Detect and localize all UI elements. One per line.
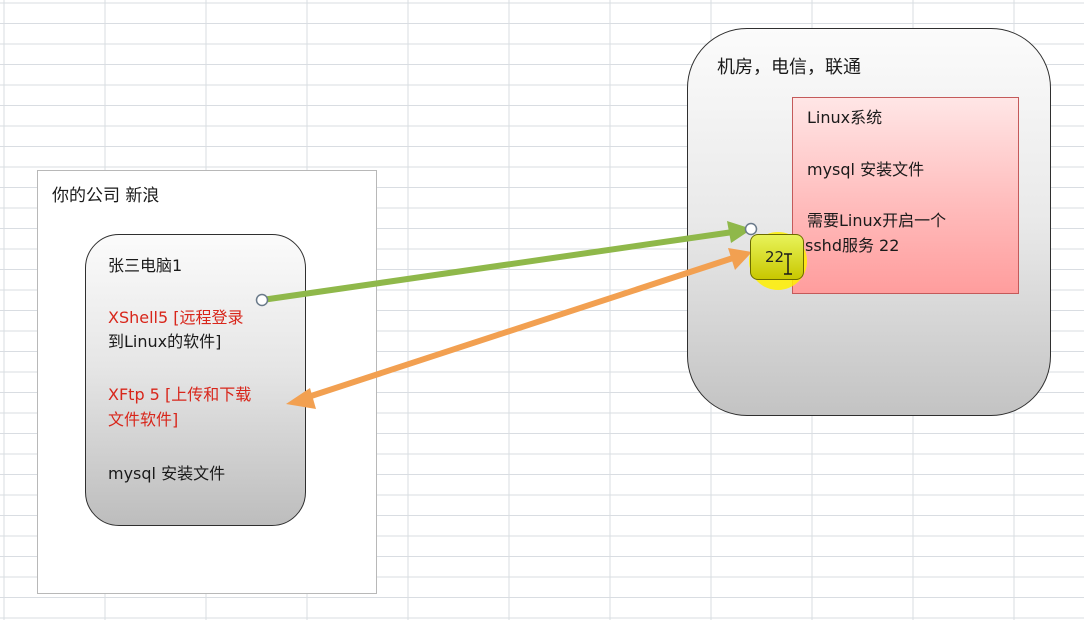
sshd-requirement-label: 需要Linux开启一个 bbox=[807, 211, 947, 230]
connector-end-handle[interactable] bbox=[744, 222, 758, 236]
pc-mysql-label: mysql 安装文件 bbox=[108, 464, 226, 483]
datacenter-title: 机房，电信，联通 bbox=[717, 57, 861, 78]
xshell-label: XShell5 [远程登录 bbox=[108, 308, 244, 327]
pc-node: 张三电脑1 XShell5 [远程登录 到Linux的软件] XFtp 5 [上… bbox=[85, 234, 306, 526]
xftp-connection-arrow bbox=[304, 255, 734, 401]
text-cursor-icon bbox=[784, 253, 792, 275]
linux-mysql-label: mysql 安装文件 bbox=[807, 160, 925, 179]
xftp-label: XFtp 5 [上传和下载 bbox=[108, 385, 252, 404]
xshell-label-line2: 到Linux的软件] bbox=[108, 332, 222, 351]
company-title: 你的公司 新浪 bbox=[52, 186, 160, 206]
connector-start-handle[interactable] bbox=[255, 293, 269, 307]
green-arrowhead-icon bbox=[727, 221, 752, 243]
linux-server-box: Linux系统 mysql 安装文件 需要Linux开启一个 sshd服务 22 bbox=[792, 97, 1019, 294]
linux-os-label: Linux系统 bbox=[807, 108, 883, 127]
port-22-box[interactable]: 22 bbox=[750, 234, 804, 280]
pc-title: 张三电脑1 bbox=[108, 256, 183, 275]
xftp-label-line2: 文件软件] bbox=[108, 410, 179, 429]
orange-arrowhead-right-icon bbox=[728, 248, 752, 270]
xshell-connection-arrow bbox=[261, 229, 734, 303]
sshd-requirement-label-line2: sshd服务 22 bbox=[805, 236, 900, 255]
orange-arrowhead-left-icon bbox=[286, 388, 316, 409]
